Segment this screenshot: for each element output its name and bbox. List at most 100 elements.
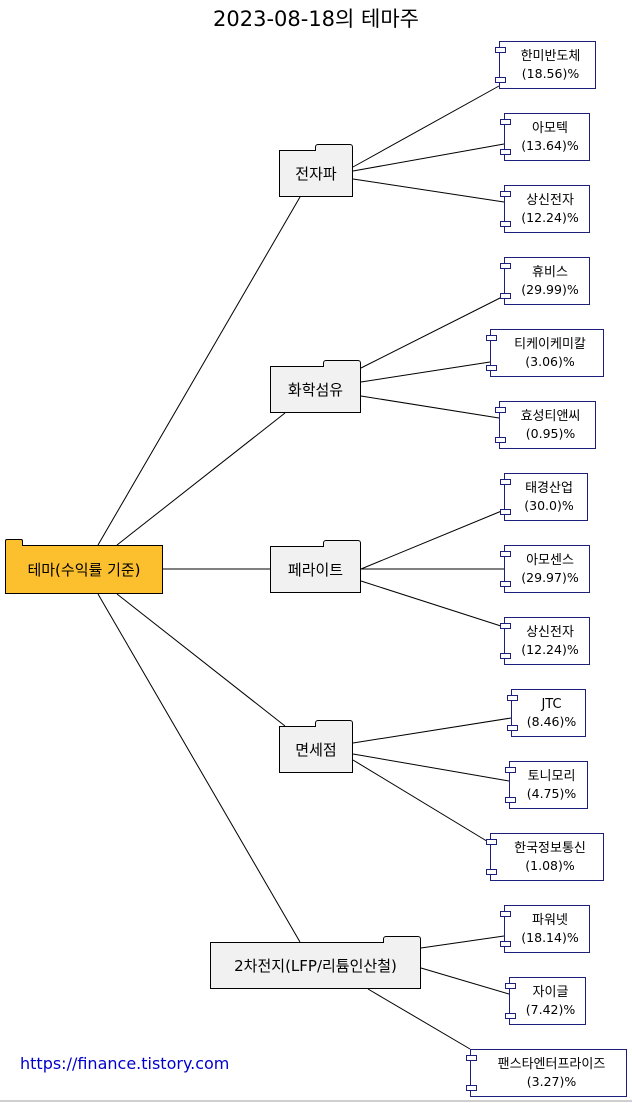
component-port (495, 407, 506, 413)
stock-component: 팬스타엔터프라이즈 (3.27)% (466, 1049, 627, 1097)
component-port (505, 767, 516, 773)
stock-component: 아모텍 (13.64)% (500, 113, 590, 161)
stock-component: 휴비스 (29.99)% (500, 257, 590, 305)
connector-line (360, 295, 505, 369)
folder-tab (5, 539, 23, 546)
connector-line (97, 196, 301, 546)
connector-line (420, 967, 510, 995)
stock-name: 한미반도체 (520, 49, 581, 64)
stock-rate: (18.14)% (521, 930, 579, 945)
connector-line (360, 509, 505, 570)
component-port (500, 263, 511, 269)
stock-name: 태경산업 (525, 481, 573, 496)
page-title: 2023-08-18의 테마주 (213, 7, 419, 31)
stock-name: 아모텍 (532, 121, 568, 136)
component-port (505, 797, 516, 803)
connector-line (360, 395, 500, 419)
component-port (505, 1013, 516, 1019)
stock-rate: (12.24)% (521, 210, 579, 225)
stock-name: JTC (541, 697, 562, 712)
component-port (500, 221, 511, 227)
component-port (466, 1085, 477, 1091)
folder-tab (323, 360, 361, 367)
connector-line (352, 759, 491, 844)
stock-rate: (12.24)% (521, 642, 579, 657)
stock-name: 휴비스 (532, 265, 568, 280)
stock-name: 팬스타엔터프라이즈 (497, 1057, 606, 1072)
component-port (500, 293, 511, 299)
component-port (486, 335, 497, 341)
footer-link[interactable]: https://finance.tistory.com (20, 1054, 230, 1073)
stock-component: 상신전자 (12.24)% (500, 185, 590, 233)
theme-package: 2차전지(LFP/리튬인산철) (210, 936, 421, 989)
stock-component: 파워넷 (18.14)% (500, 905, 590, 953)
root-theme-package: 테마(수익률 기준) (5, 539, 163, 594)
connector-line (352, 85, 500, 168)
stock-rate: (3.27)% (526, 1074, 577, 1089)
divider (0, 1100, 632, 1102)
component-port (500, 653, 511, 659)
theme-package: 면세점 (279, 720, 353, 773)
stock-component: 한미반도체 (18.56)% (495, 41, 596, 89)
component-port (500, 191, 511, 197)
stock-name: 한국정보통신 (514, 841, 586, 856)
component-port (500, 911, 511, 917)
component-port (495, 47, 506, 53)
stock-component: 효성티앤씨 (0.95)% (495, 401, 596, 449)
connector-line (352, 753, 510, 782)
stock-name: 토니모리 (527, 769, 576, 784)
stock-rate: (7.42)% (525, 1002, 576, 1017)
stock-name: 효성티앤씨 (520, 409, 581, 424)
theme-label: 페라이트 (287, 561, 344, 579)
stock-name: 상신전자 (526, 625, 574, 640)
stock-component: 토니모리 (4.75)% (505, 761, 588, 809)
stock-rate: (3.06)% (525, 354, 575, 369)
folder-tab (323, 540, 361, 547)
stock-rate: (29.97)% (521, 570, 579, 585)
connector-line (420, 935, 505, 949)
component-port (495, 77, 506, 83)
stock-rate: (13.64)% (521, 138, 579, 153)
theme-label: 2차전지(LFP/리튬인산철) (234, 957, 397, 975)
root-label: 테마(수익률 기준) (27, 561, 141, 579)
stock-rate: (4.75)% (526, 786, 577, 801)
theme-package: 페라이트 (270, 540, 361, 593)
component-port (466, 1055, 477, 1061)
component-port (500, 479, 511, 485)
stock-name: 파워넷 (532, 913, 568, 928)
stock-name: 아모센스 (526, 553, 574, 568)
connector-line (116, 412, 286, 546)
stock-name: 자이글 (532, 985, 569, 1000)
component-port (500, 941, 511, 947)
stock-component: 한국정보통신 (1.08)% (486, 833, 604, 881)
theme-package: 화학섬유 (270, 360, 361, 413)
component-port (486, 365, 497, 371)
stock-rate: (29.99)% (521, 282, 579, 297)
stock-name: 티케이케미칼 (514, 337, 586, 352)
component-port (486, 869, 497, 875)
component-port (507, 725, 518, 731)
component-port (500, 623, 511, 629)
stock-component: 상신전자 (12.24)% (500, 617, 590, 665)
stock-component: 자이글 (7.42)% (505, 977, 586, 1025)
theme-package: 전자파 (279, 144, 353, 197)
connector-line (360, 361, 491, 383)
theme-label: 전자파 (295, 165, 337, 183)
stock-component: 태경산업 (30.0)% (500, 473, 588, 521)
folder-tab (315, 144, 353, 151)
connector-line (97, 593, 301, 943)
connector-line (352, 717, 512, 744)
component-port (505, 983, 516, 989)
component-port (500, 551, 511, 557)
connector-line (352, 143, 505, 172)
theme-label: 화학섬유 (287, 381, 344, 399)
connector-line (360, 580, 505, 628)
component-port (507, 695, 518, 701)
stock-rate: (30.0)% (524, 498, 574, 513)
stock-component: 티케이케미칼 (3.06)% (486, 329, 604, 377)
stock-component: 아모센스 (29.97)% (500, 545, 590, 593)
component-port (500, 119, 511, 125)
component-port (486, 839, 497, 845)
stock-rate: (8.46)% (526, 714, 577, 729)
